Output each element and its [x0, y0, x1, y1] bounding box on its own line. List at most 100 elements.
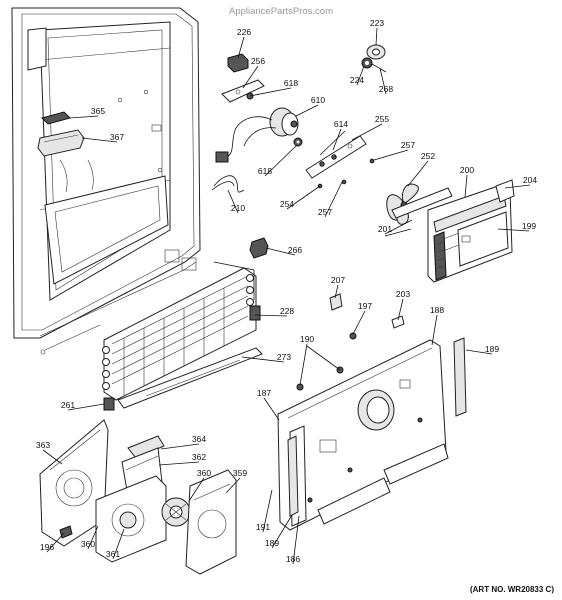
watermark-text: AppliancePartsPros.com — [229, 6, 333, 17]
callout-label-187: 187 — [257, 388, 271, 398]
callout-label-188: 188 — [430, 305, 444, 315]
callout-label-199: 199 — [522, 221, 536, 231]
callout-leader-255 — [351, 123, 383, 141]
callout-leader-191 — [262, 489, 273, 533]
callout-label-257: 257 — [318, 207, 332, 217]
callout-label-618: 618 — [258, 166, 272, 176]
callout-leader-187 — [263, 397, 280, 421]
callout-leader-618 — [264, 144, 298, 177]
evaporator-cover-panel-drawing — [277, 293, 467, 531]
fan-motor-parts-drawing — [211, 44, 453, 225]
callout-leaders — [42, 27, 531, 565]
callout-label-254: 254 — [280, 199, 294, 209]
callout-label-360: 360 — [197, 468, 211, 478]
callout-label-226: 226 — [237, 27, 251, 37]
callout-label-189: 189 — [485, 344, 499, 354]
callout-label-210: 210 — [231, 203, 245, 213]
callout-leader-367 — [81, 137, 118, 143]
callout-leader-252 — [407, 160, 429, 187]
callout-label-360: 360 — [81, 539, 95, 549]
callout-leader-614 — [332, 128, 342, 151]
refrigerator-liner-drawing — [11, 7, 201, 355]
callout-leader-610 — [295, 104, 319, 117]
callout-leader-361 — [112, 528, 125, 560]
callout-leader-359 — [225, 477, 241, 494]
callout-label-186: 186 — [286, 554, 300, 564]
callout-label-189: 189 — [265, 538, 279, 548]
callout-label-200: 200 — [460, 165, 474, 175]
callout-leader-223 — [375, 27, 378, 46]
callout-label-257: 257 — [401, 140, 415, 150]
callout-label-359: 359 — [233, 468, 247, 478]
callout-leader-199 — [497, 228, 530, 232]
callout-label-367: 367 — [110, 132, 124, 142]
callout-leader-210 — [227, 189, 239, 214]
callout-label-365: 365 — [91, 106, 105, 116]
callout-label-256: 256 — [251, 56, 265, 66]
callout-label-228: 228 — [280, 306, 294, 316]
callout-leader-186 — [292, 515, 300, 565]
callout-leader-256 — [242, 65, 259, 89]
callout-label-196: 196 — [40, 542, 54, 552]
callout-leader-226 — [237, 36, 245, 59]
callout-leader-189 — [271, 514, 293, 549]
callout-leader-257 — [373, 149, 409, 161]
callout-leader-273 — [241, 356, 285, 363]
callout-leader-extra — [384, 228, 412, 237]
callout-label-361: 361 — [106, 549, 120, 559]
callout-leader-extra — [306, 345, 341, 371]
callout-leader-364 — [160, 443, 200, 450]
callout-leader-362 — [158, 461, 200, 466]
evaporator-coil-drawing — [102, 237, 269, 411]
callout-leader-203 — [397, 298, 404, 321]
callout-label-268: 268 — [379, 84, 393, 94]
callout-label-363: 363 — [36, 440, 50, 450]
callout-leader-197 — [352, 310, 366, 335]
callout-leader-189 — [465, 349, 493, 355]
callout-leader-196 — [46, 532, 65, 553]
art-number: (ART NO. WR20833 C) — [470, 585, 554, 594]
callout-label-203: 203 — [396, 289, 410, 299]
callout-leader-266 — [265, 247, 296, 256]
callout-leader-extra — [319, 130, 346, 156]
callout-leader-363 — [42, 449, 63, 465]
callout-leader-200 — [464, 174, 468, 198]
callout-label-610: 610 — [311, 95, 325, 105]
callout-label-266: 266 — [288, 245, 302, 255]
callout-leader-618 — [249, 87, 292, 97]
callout-labels: 226 256 618 610 618 210 223 224 268 614 255 257 252 2… — [36, 18, 537, 564]
callout-leader-257 — [324, 181, 343, 218]
callout-leader-204 — [504, 184, 531, 189]
callout-leader-360 — [87, 525, 99, 550]
callout-label-273: 273 — [277, 352, 291, 362]
callout-leader-188 — [431, 314, 438, 346]
callout-leader-224 — [356, 65, 365, 86]
callout-label-197: 197 — [358, 301, 372, 311]
callout-leader-207 — [334, 284, 339, 299]
callout-label-207: 207 — [331, 275, 345, 285]
callout-leader-365 — [69, 115, 99, 119]
callout-label-190: 190 — [300, 334, 314, 344]
callout-label-201: 201 — [378, 224, 392, 234]
callout-label-191: 191 — [256, 522, 270, 532]
callout-label-223: 223 — [370, 18, 384, 28]
callout-label-362: 362 — [192, 452, 206, 462]
callout-label-252: 252 — [421, 151, 435, 161]
callout-label-364: 364 — [192, 434, 206, 444]
callout-label-614: 614 — [334, 119, 348, 129]
callout-label-261: 261 — [61, 400, 75, 410]
callout-leader-360 — [188, 477, 205, 502]
air-duct-housing-drawing — [39, 419, 237, 575]
fan-cover-assembly-drawing — [427, 179, 515, 283]
callout-leader-261 — [67, 403, 105, 411]
callout-leader-201 — [384, 219, 413, 235]
callout-label-255: 255 — [375, 114, 389, 124]
callout-label-204: 204 — [523, 175, 537, 185]
callout-leader-268 — [379, 67, 387, 95]
callout-leader-190 — [299, 343, 308, 386]
callout-label-618: 618 — [284, 78, 298, 88]
callout-leader-228 — [254, 314, 288, 317]
callout-label-224: 224 — [350, 75, 364, 85]
callout-leader-254 — [286, 185, 321, 210]
